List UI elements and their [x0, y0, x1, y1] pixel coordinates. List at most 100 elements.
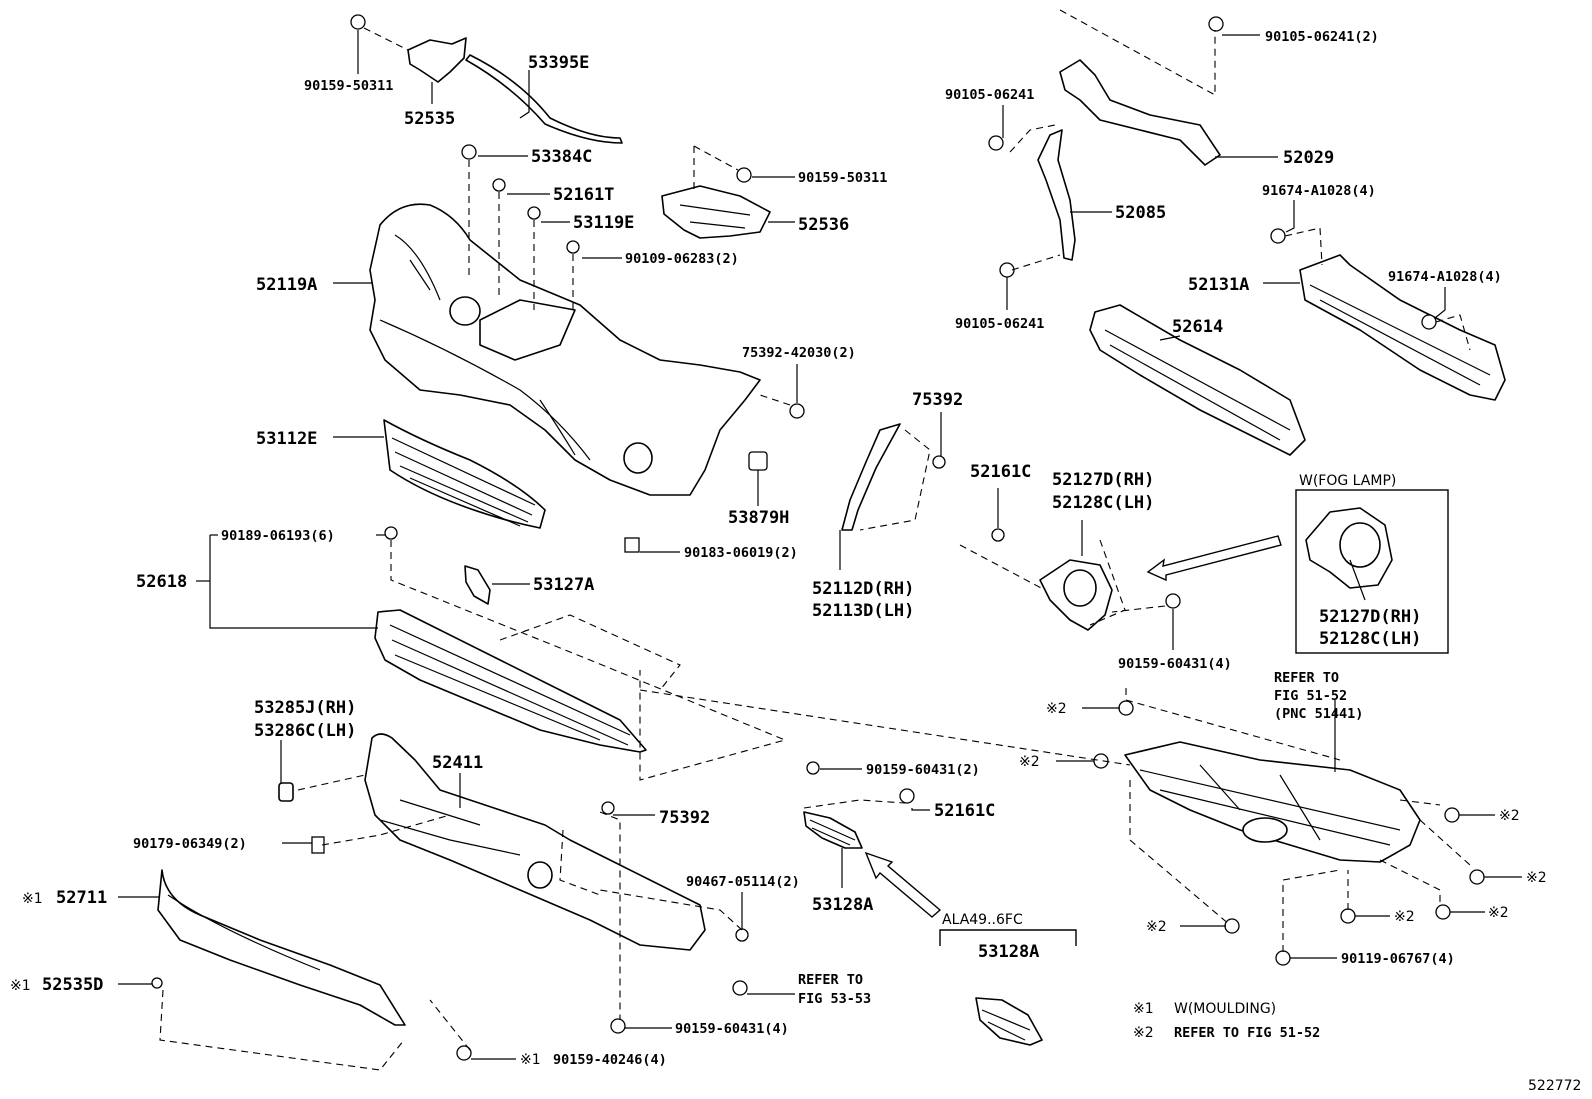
- refer-51-52-line1: REFER TO: [1274, 670, 1339, 686]
- ref-mark-e: ※2: [1394, 909, 1415, 925]
- assembly-dashed-lines: [159, 9, 1471, 1071]
- label-53119e: 53119E: [573, 213, 634, 233]
- fog-box-title: W(FOG LAMP): [1299, 473, 1396, 489]
- nut-90183-06019-shape: [624, 537, 640, 553]
- label-52127d-a: 52127D(RH): [1052, 470, 1154, 490]
- label-90159-50311-a: 90159-50311: [304, 78, 393, 94]
- label-52161c-b: 52161C: [934, 801, 995, 821]
- label-52618: 52618: [136, 572, 187, 592]
- bracket-52085-shape: [1037, 129, 1076, 261]
- label-52029: 52029: [1283, 148, 1334, 168]
- label-52161c-a: 52161C: [970, 462, 1031, 482]
- reference-marks: ※1 ※1 ※1 ※2 ※2 ※2 ※2 ※2 ※2 ※2: [10, 701, 1547, 1068]
- bracket-52029-shape: [1059, 59, 1221, 166]
- label-90189-06193: 90189-06193(6): [221, 528, 335, 544]
- ref-mark-c: ※2: [1499, 808, 1520, 824]
- fog-hole-left-shape: [449, 296, 481, 326]
- undercover-51441-shape: [1124, 741, 1421, 863]
- label-53112e: 53112E: [256, 429, 317, 449]
- label-53127a: 53127A: [533, 575, 594, 595]
- ref-mark-90159-40246: ※1: [520, 1052, 541, 1068]
- label-75392-42030: 75392-42030(2): [742, 345, 856, 361]
- label-90105-06241-b: 90105-06241: [955, 316, 1044, 332]
- label-90159-40246: 90159-40246(4): [553, 1052, 667, 1068]
- part-labels: 90159-50311 52535 53395E 53384C 52161T 5…: [42, 29, 1502, 1068]
- label-52411: 52411: [432, 753, 483, 773]
- reinforcement-52131a-shape: [1299, 254, 1506, 401]
- ref-mark-f: ※2: [1488, 905, 1509, 921]
- ref-mark-b: ※2: [1019, 754, 1040, 770]
- label-75392-b: 75392: [659, 808, 710, 828]
- refer-51-52-line2: FIG 51-52: [1274, 688, 1347, 704]
- ala-box-bracket: [939, 929, 1077, 946]
- label-53879h: 53879H: [728, 508, 789, 528]
- ala-box-title: ALA49..6FC: [942, 912, 1023, 928]
- label-90109-06283: 90109-06283(2): [625, 251, 739, 267]
- ala-box-part: 53128A: [978, 942, 1039, 962]
- bracket-52536-shape: [661, 185, 771, 239]
- ref-mark-52711: ※1: [22, 891, 43, 907]
- label-90159-60431-a: 90159-60431(4): [1118, 656, 1232, 672]
- insert-53127a-shape: [464, 565, 491, 605]
- leader-lines: [118, 30, 1522, 1060]
- side-strip-52112d-shape: [841, 423, 901, 531]
- label-90105-06241-a: 90105-06241: [945, 87, 1034, 103]
- legend: ※1 W(MOULDING) ※2 REFER TO FIG 51-52: [1133, 1001, 1320, 1041]
- ref-mark-d: ※2: [1526, 870, 1547, 886]
- refer-51-52-line3: (PNC 51441): [1274, 706, 1363, 722]
- label-90179-06349: 90179-06349(2): [133, 836, 247, 852]
- bumper-cover-52119a-shape: [369, 203, 761, 496]
- ref-mark-a: ※2: [1046, 701, 1067, 717]
- label-90119-06767: 90119-06767(4): [1341, 951, 1455, 967]
- label-53384c: 53384C: [531, 147, 592, 167]
- label-52535d: 52535D: [42, 975, 103, 995]
- label-90467-05114: 90467-05114(2): [686, 874, 800, 890]
- label-91674-a1028-b: 91674-A1028(4): [1388, 269, 1502, 285]
- lower-panel-52618-shape: [374, 609, 647, 753]
- legend-mark-1: ※1: [1133, 1001, 1154, 1017]
- legend-mark-2: ※2: [1133, 1025, 1154, 1041]
- ref-mark-g: ※2: [1146, 919, 1167, 935]
- lower-cover-52411-shape: [364, 733, 706, 951]
- label-52614: 52614: [1172, 317, 1223, 337]
- label-90159-60431-b: 90159-60431(2): [866, 762, 980, 778]
- lower-fog-hole-shape: [527, 861, 553, 889]
- fog-box-line2: 52128C(LH): [1319, 629, 1421, 649]
- label-90105-06241-2: 90105-06241(2): [1265, 29, 1379, 45]
- fog-lamp-box: [1295, 489, 1449, 654]
- grille-53112e-shape: [383, 419, 546, 529]
- label-75392-a: 75392: [912, 390, 963, 410]
- label-52112d: 52112D(RH): [812, 579, 914, 599]
- label-52161t: 52161T: [553, 185, 614, 205]
- label-52711: 52711: [56, 888, 107, 908]
- trim-53285j-shape: [278, 782, 294, 802]
- label-52119a: 52119A: [256, 275, 317, 295]
- fasteners: [151, 14, 1485, 1061]
- arrow-53128a: [864, 851, 942, 918]
- fog-box-line1: 52127D(RH): [1319, 607, 1421, 627]
- refer-53-53-line2: FIG 53-53: [798, 991, 871, 1007]
- label-90159-60431-c: 90159-60431(4): [675, 1021, 789, 1037]
- refer-note-51-52: REFER TO FIG 51-52 (PNC 51441): [1274, 670, 1363, 722]
- bracket-52535-shape: [407, 37, 467, 83]
- label-90183-06019: 90183-06019(2): [684, 545, 798, 561]
- refer-53-53-line1: REFER TO: [798, 972, 863, 988]
- label-53128a-a: 53128A: [812, 895, 873, 915]
- arrow-fog-lamp: [1146, 535, 1282, 582]
- label-52131a: 52131A: [1188, 275, 1249, 295]
- label-52535: 52535: [404, 109, 455, 129]
- label-52128c-a: 52128C(LH): [1052, 493, 1154, 513]
- ref-mark-52535d: ※1: [10, 978, 31, 994]
- label-53285j: 53285J(RH): [254, 698, 356, 718]
- legend-text-1: W(MOULDING): [1174, 1001, 1276, 1017]
- clip-53879h-shape: [748, 451, 768, 471]
- refer-note-53-53: REFER TO FIG 53-53: [798, 972, 871, 1007]
- label-52536: 52536: [798, 215, 849, 235]
- diagram-id: 522772: [1528, 1078, 1581, 1094]
- label-52085: 52085: [1115, 203, 1166, 223]
- label-53286c: 53286C(LH): [254, 721, 356, 741]
- trim-strip-53395e-shape: [465, 54, 623, 144]
- label-90159-50311-b: 90159-50311: [798, 170, 887, 186]
- fog-hole-right-shape: [623, 442, 653, 474]
